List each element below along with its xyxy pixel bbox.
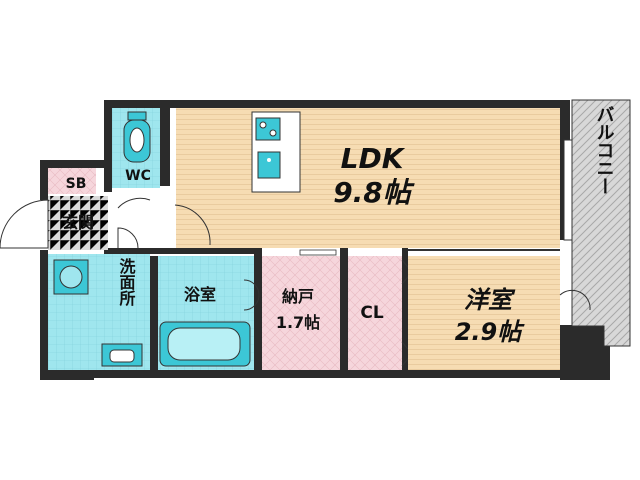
wc-label: WC [125,168,151,184]
western-name-label: 洋室 [464,286,516,314]
entrance-door [0,199,49,249]
kitchen-counter [251,111,301,193]
entrance-floor [48,196,108,250]
ldk-floor [176,108,560,248]
bath-label: 浴室 [184,285,216,304]
toilet-icon [123,111,151,163]
balcony-label: バルコニー [594,105,615,195]
bathtub-icon [159,321,251,367]
entrance-label: 玄関 [62,213,94,232]
sink-icon [101,343,143,367]
western-room-floor [408,256,560,370]
sb-label: SB [66,176,87,192]
closet-floor [348,256,402,370]
storage-name-label: 納戸 [282,287,314,306]
closet-label: CL [360,303,383,323]
washing-machine-icon [53,259,89,295]
storage-size-label: 1.7帖 [276,313,320,332]
western-size-label: 2.9帖 [455,318,526,346]
ldk-name-label: LDK [341,142,406,175]
washroom-label: 洗面所 [117,257,136,307]
ldk-size-label: 9.8帖 [333,176,415,209]
storage-floor [262,256,340,370]
sb-floor [48,168,96,194]
